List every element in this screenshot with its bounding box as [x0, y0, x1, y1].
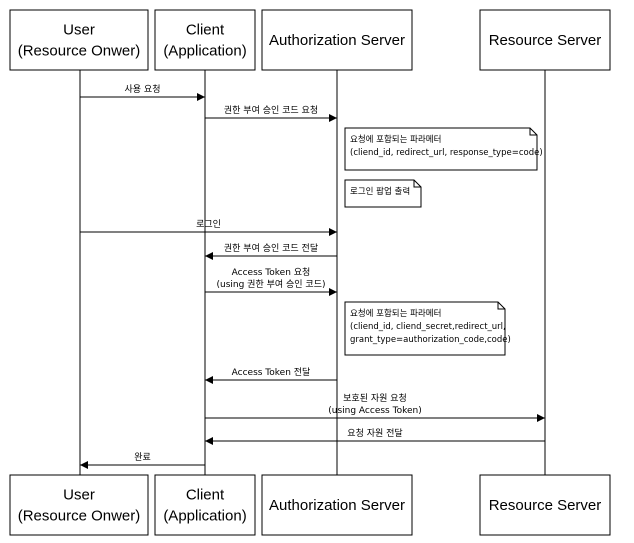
message-5: Access Token 요청(using 권한 부여 승인 코드) — [205, 267, 337, 296]
message-2: 권한 부여 승인 코드 요청 — [205, 104, 337, 122]
message-label: 보호된 자원 요청 — [343, 392, 407, 404]
arrowhead — [329, 114, 337, 122]
arrowhead — [205, 376, 213, 384]
actor-label: Resource Server — [489, 32, 602, 49]
note-text: (cliend_id, cliend_secret,redirect_url, — [350, 322, 506, 332]
actor-client-top: Client (Application) — [154, 9, 256, 71]
actor-authserver-bottom: Authorization Server — [261, 474, 413, 536]
message-9: 완료 — [80, 452, 205, 469]
arrowhead — [80, 461, 88, 469]
actor-label: Authorization Server — [269, 32, 405, 49]
actor-label: Client — [186, 22, 225, 39]
actor-box — [479, 9, 611, 71]
actor-label: User — [63, 487, 95, 504]
actor-user-bottom: User (Resource Onwer) — [9, 474, 149, 536]
arrowhead — [329, 228, 337, 236]
message-6: Access Token 전달 — [205, 366, 337, 384]
message-label: 사용 요청 — [125, 84, 161, 95]
message-label: Access Token 전달 — [232, 366, 311, 378]
message-label: 권한 부여 승인 코드 요청 — [224, 104, 318, 116]
actor-label: User — [63, 22, 95, 39]
note-1: 요청에 포함되는 파라메터 (cliend_id, redirect_url, r… — [344, 127, 543, 171]
note-text: 로그인 팝업 출력 — [350, 186, 410, 197]
message-label: Access Token 요청 — [232, 267, 311, 278]
note-text: 요청에 포함되는 파라메터 — [350, 135, 441, 145]
actors-top: User (Resource Onwer) Client (Application) A… — [9, 9, 611, 71]
arrowhead — [205, 252, 213, 260]
note-3: 요청에 포함되는 파라메터 (cliend_id, cliend_secret,r… — [344, 301, 511, 356]
actor-box — [9, 9, 149, 71]
actor-box — [479, 474, 611, 536]
note-fold — [529, 128, 537, 136]
message-label: 요청 자원 전달 — [347, 427, 402, 439]
note-text: grant_type=authorization_code,code) — [350, 335, 511, 345]
actors-bottom: User (Resource Onwer) Client (Application) A… — [9, 474, 611, 536]
actor-box — [154, 474, 256, 536]
lifelines — [79, 70, 546, 475]
message-label: 권한 부여 승인 코드 전달 — [224, 242, 318, 254]
notes: 요청에 포함되는 파라메터 (cliend_id, redirect_url, r… — [344, 127, 543, 356]
actor-label: Client — [186, 487, 225, 504]
note-box — [344, 179, 422, 208]
arrowhead — [197, 93, 205, 101]
note-fold — [497, 302, 505, 310]
arrowhead — [329, 288, 337, 296]
actor-client-bottom: Client (Application) — [154, 474, 256, 536]
message-label: 로그인 — [196, 219, 221, 230]
actor-label: (Resource Onwer) — [18, 508, 141, 525]
message-4: 권한 부여 승인 코드 전달 — [205, 242, 337, 260]
actor-box — [261, 474, 413, 536]
actor-box — [261, 9, 413, 71]
actor-user-top: User (Resource Onwer) — [9, 9, 149, 71]
arrowhead — [205, 437, 213, 445]
note-box — [344, 127, 538, 171]
actor-label: (Resource Onwer) — [18, 43, 141, 60]
note-text: 요청에 포함되는 파라메터 — [350, 309, 441, 319]
actor-box — [154, 9, 256, 71]
actor-box — [9, 474, 149, 536]
message-label: 완료 — [134, 452, 151, 463]
message-7: 보호된 자원 요청 (using Access Token) — [205, 392, 545, 422]
message-label: (using Access Token) — [328, 406, 421, 416]
actor-resserver-top: Resource Server — [479, 9, 611, 71]
message-1: 사용 요청 — [80, 84, 205, 101]
note-2: 로그인 팝업 출력 — [344, 179, 422, 208]
arrowhead — [537, 414, 545, 422]
actor-label: Authorization Server — [269, 497, 405, 514]
actor-label: Resource Server — [489, 497, 602, 514]
message-label: (using 권한 부여 승인 코드) — [216, 278, 325, 290]
actor-resserver-bottom: Resource Server — [479, 474, 611, 536]
note-fold — [413, 180, 421, 188]
message-8: 요청 자원 전달 — [205, 427, 545, 445]
message-3: 로그인 — [80, 219, 337, 236]
actor-label: (Application) — [163, 43, 246, 60]
note-text: (cliend_id, redirect_url, response_type=… — [350, 148, 543, 158]
note-box — [344, 301, 506, 356]
actor-authserver-top: Authorization Server — [261, 9, 413, 71]
actor-label: (Application) — [163, 508, 246, 525]
